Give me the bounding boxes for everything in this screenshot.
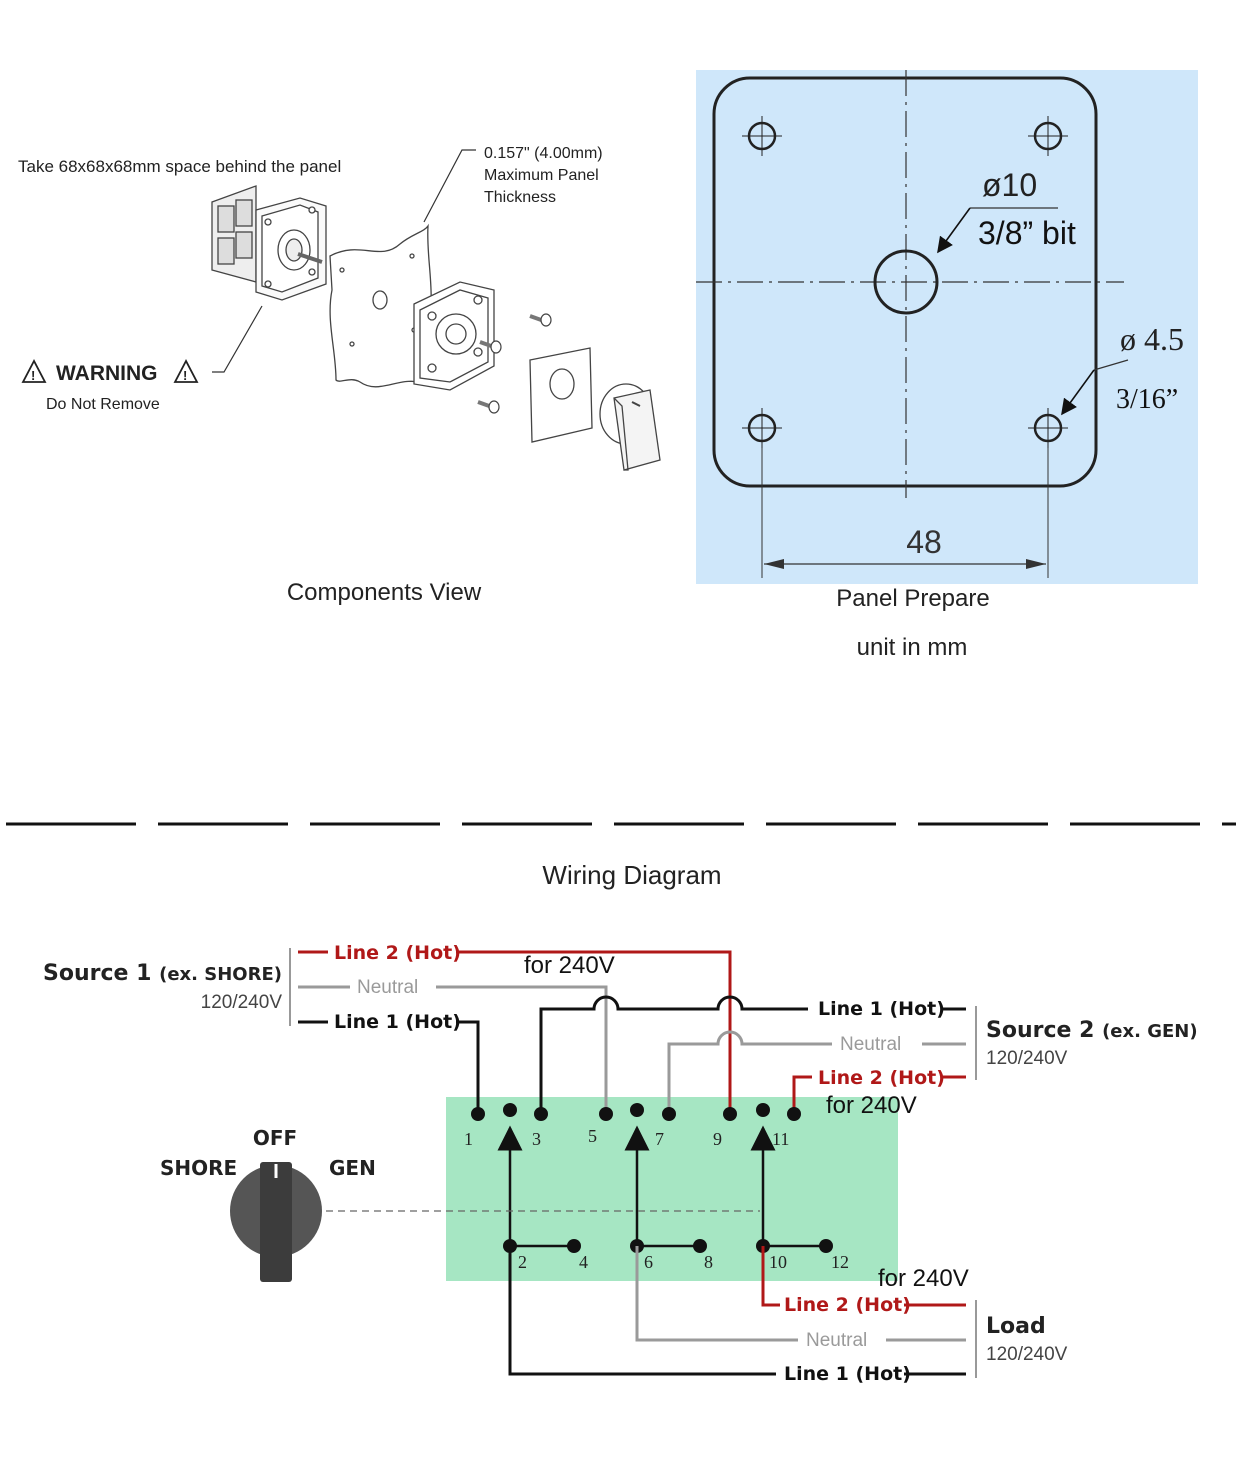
wiring-title: Wiring Diagram: [542, 860, 721, 890]
corner-hole-arrow: [1061, 369, 1095, 416]
load-label: Load: [986, 1314, 1046, 1339]
warning-label: WARNING: [56, 362, 158, 385]
corner-holes: [742, 116, 1068, 448]
note-240v-load: for 240V: [878, 1265, 969, 1292]
warning-sub: Do Not Remove: [46, 396, 160, 413]
s1-line2-wire: [456, 950, 732, 1114]
terminal-label-12: 12: [831, 1252, 849, 1272]
load-voltage: 120/240V: [986, 1344, 1068, 1365]
terminal-11: [787, 1107, 801, 1121]
source1-label: Source 1 (ex. SHORE): [43, 961, 282, 986]
terminal-5: [599, 1107, 613, 1121]
internal-contacts: [497, 1125, 826, 1248]
center-hole-arrow: [937, 207, 971, 254]
load-neutral-label: Neutral: [806, 1330, 867, 1351]
svg-text:!: !: [183, 368, 187, 383]
load-line1-label: Line 1 (Hot): [784, 1363, 911, 1385]
terminal-label-1: 1: [464, 1129, 473, 1149]
knob-illustration: [599, 383, 661, 471]
terminal-label-9: 9: [713, 1129, 722, 1149]
thickness-note-line2: Maximum Panel: [484, 167, 599, 184]
load-line1-wire: [508, 1246, 776, 1376]
terminal-label-10: 10: [769, 1252, 787, 1272]
spacing-dimension: 48: [906, 524, 942, 560]
terminal-numbers-top: 1 3 5 7 9 11: [464, 1126, 789, 1149]
components-view-caption: Components View: [287, 579, 482, 606]
terminal-common-a: [503, 1103, 517, 1117]
center-hole: [873, 249, 939, 315]
thickness-note-line3: Thickness: [484, 189, 556, 206]
terminal-common-c: [756, 1103, 770, 1117]
thickness-leader: [423, 149, 476, 223]
s1-neutral-label: Neutral: [357, 977, 418, 998]
switch-shore-label: SHORE: [160, 1156, 237, 1180]
s2-neutral-label: Neutral: [840, 1034, 901, 1055]
adapter-flange-illustration: [413, 281, 495, 391]
terminal-numbers-bottom: 2 4 6 8 10 12: [518, 1252, 849, 1272]
terminal-3: [534, 1107, 548, 1121]
switch-gen-label: GEN: [329, 1156, 376, 1180]
terminal-label-3: 3: [532, 1129, 541, 1149]
svg-text:!: !: [31, 368, 35, 383]
terminal-label-6: 6: [644, 1252, 653, 1272]
terminal-9: [723, 1107, 737, 1121]
load-line2-label: Line 2 (Hot): [784, 1294, 911, 1316]
s2-line1-wire: [539, 995, 808, 1114]
panel-prepare-background: [696, 70, 1198, 584]
corner-hole-bit: 3/16”: [1116, 384, 1178, 415]
terminal-label-2: 2: [518, 1252, 527, 1272]
terminal-common-b: [630, 1103, 644, 1117]
label-plate-illustration: [529, 347, 593, 443]
panel-prepare: ø10 3/8” bit ø 4.5 3/16” 48 Panel Prepar…: [696, 70, 1198, 661]
s2-neutral-wire: [667, 1030, 832, 1114]
warning-leader: [212, 305, 263, 373]
rotary-switch-knob: [230, 1162, 322, 1282]
s2-line1-label: Line 1 (Hot): [818, 998, 945, 1020]
load-neutral-wire: [635, 1246, 798, 1342]
terminal-label-5: 5: [588, 1126, 597, 1146]
load-line2-wire: [761, 1246, 780, 1307]
thickness-note-line1: 0.157" (4.00mm): [484, 145, 603, 162]
terminal-4: [567, 1239, 581, 1253]
wiring-diagram: Wiring Diagram Source 1 (ex. SHORE) 120/…: [43, 860, 1198, 1385]
warning-icon-right: !: [173, 359, 199, 383]
switch-off-label: OFF: [253, 1126, 297, 1150]
screws-illustration: [477, 313, 552, 414]
switch-body-illustration: [211, 185, 327, 301]
s1-neutral-wire: [436, 985, 608, 1114]
terminal-8: [693, 1239, 707, 1253]
s2-line2-wire: [792, 1075, 812, 1114]
source2-label: Source 2 (ex. GEN): [986, 1018, 1198, 1043]
note-240v-source2: for 240V: [826, 1092, 917, 1119]
space-note: Take 68x68x68mm space behind the panel: [18, 157, 341, 176]
terminal-label-11: 11: [772, 1129, 789, 1149]
center-hole-dia: ø10: [982, 167, 1037, 203]
components-view: Take 68x68x68mm space behind the panel 0…: [18, 145, 661, 606]
terminal-7: [662, 1107, 676, 1121]
terminal-label-4: 4: [579, 1252, 588, 1272]
terminals-top: [471, 1103, 801, 1121]
dim-arrow-right: [1026, 559, 1046, 569]
corner-hole-leader: [1093, 359, 1129, 371]
terminal-label-8: 8: [704, 1252, 713, 1272]
s2-line2-label: Line 2 (Hot): [818, 1067, 945, 1089]
terminal-12: [819, 1239, 833, 1253]
dim-arrow-left: [764, 559, 784, 569]
corner-hole-dia: ø 4.5: [1120, 321, 1184, 357]
s1-line2-label: Line 2 (Hot): [334, 942, 461, 964]
terminal-1: [471, 1107, 485, 1121]
panel-prepare-caption: Panel Prepare: [836, 585, 989, 612]
note-240v-top: for 240V: [524, 952, 615, 979]
center-hole-bit: 3/8” bit: [978, 215, 1076, 251]
warning-icon-left: !: [21, 359, 47, 383]
source2-voltage: 120/240V: [986, 1048, 1068, 1069]
s1-line1-wire: [456, 1020, 480, 1114]
terminal-label-7: 7: [655, 1129, 664, 1149]
source1-voltage: 120/240V: [201, 992, 283, 1013]
unit-note: unit in mm: [857, 634, 968, 661]
s1-line1-label: Line 1 (Hot): [334, 1011, 461, 1033]
